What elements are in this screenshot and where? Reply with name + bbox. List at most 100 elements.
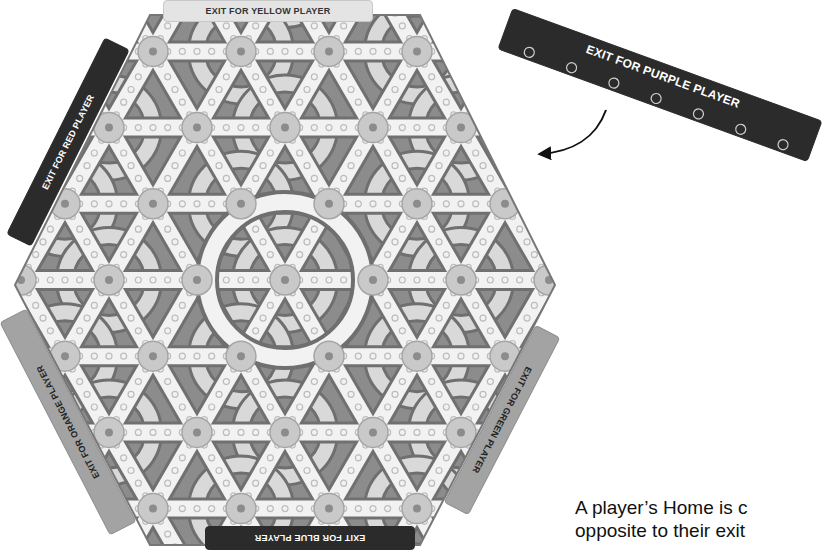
junction-disc — [138, 494, 168, 524]
track-space — [531, 302, 537, 308]
track-shadow — [549, 117, 637, 139]
junction-disc — [534, 265, 564, 295]
junction-disc — [358, 113, 388, 143]
track-shadow — [0, 128, 21, 204]
track-space — [546, 506, 552, 512]
track-space — [311, 429, 317, 435]
track-space — [135, 531, 141, 537]
track-space — [583, 188, 589, 194]
track-space — [715, 137, 721, 143]
track-space — [561, 277, 567, 283]
track-space — [663, 480, 669, 486]
track-space — [722, 48, 728, 54]
track-space — [568, 10, 574, 16]
track-shadow — [637, 128, 681, 204]
junction-disc — [226, 494, 256, 524]
track-space — [223, 429, 229, 435]
track-space — [3, 0, 9, 4]
track-space — [656, 315, 662, 321]
track-space — [385, 48, 391, 54]
track-space — [619, 277, 625, 283]
track-space — [385, 150, 391, 156]
track-space — [40, 544, 46, 550]
track-path — [681, 128, 725, 204]
track-space — [370, 201, 376, 207]
track-space — [641, 112, 647, 118]
track-space — [649, 277, 655, 283]
track-space — [619, 201, 625, 207]
track-space — [399, 74, 405, 80]
track-space — [165, 328, 171, 334]
track-space — [561, 302, 567, 308]
junction-dot — [457, 276, 465, 284]
track-space — [392, 86, 398, 92]
track-space — [656, 544, 662, 550]
track-space — [3, 48, 9, 54]
junction-disc — [578, 189, 608, 219]
junction-dot — [721, 276, 729, 284]
junction-disc — [314, 494, 344, 524]
track-shadow — [0, 40, 65, 62]
track-path — [21, 432, 65, 508]
track-space — [693, 277, 699, 283]
track-space — [693, 379, 699, 385]
track-space — [3, 455, 9, 461]
junction-disc — [622, 265, 652, 295]
junction-disc — [710, 417, 740, 447]
junction-disc — [358, 417, 388, 447]
track-arc-shadow — [65, 541, 153, 550]
track-space — [619, 252, 625, 258]
track-space — [128, 239, 134, 245]
track-space — [69, 36, 75, 42]
track-space — [297, 302, 303, 308]
track-space — [575, 201, 581, 207]
track-space — [744, 163, 750, 169]
track-shadow — [549, 421, 637, 443]
track-space — [568, 86, 574, 92]
track-space — [297, 48, 303, 54]
track-space — [91, 353, 97, 359]
exit-label: EXIT FOR PURPLE PLAYER — [584, 42, 742, 111]
track-space — [33, 48, 39, 54]
track-shadow — [0, 432, 21, 508]
track-space — [641, 137, 647, 143]
track-space — [135, 277, 141, 283]
track-space — [348, 468, 354, 474]
track-shadow — [725, 204, 769, 280]
track-path — [0, 424, 21, 440]
track-space — [297, 252, 303, 258]
track-space — [605, 328, 611, 334]
junction-disc — [50, 36, 80, 66]
junction-dot — [149, 47, 157, 55]
track-space — [429, 23, 435, 29]
track-space — [348, 86, 354, 92]
track-space — [25, 112, 31, 118]
track-space — [751, 48, 757, 54]
track-space — [311, 125, 317, 131]
track-space — [399, 480, 405, 486]
track-space — [612, 163, 618, 169]
track-path — [593, 356, 637, 432]
track-path — [593, 204, 637, 280]
track-space — [458, 201, 464, 207]
exit-label: EXIT FOR GREEN PLAYER — [470, 365, 533, 475]
junction-dot — [413, 505, 421, 513]
track-arc — [593, 0, 681, 19]
track-path — [549, 204, 593, 280]
track-path — [593, 196, 681, 212]
track-space — [355, 150, 361, 156]
track-space — [487, 328, 493, 334]
track-space — [47, 23, 53, 29]
track-space — [531, 150, 537, 156]
track-shadow — [593, 345, 681, 367]
track-space — [106, 353, 112, 359]
track-space — [443, 48, 449, 54]
track-space — [531, 0, 537, 4]
track-space — [311, 23, 317, 29]
junction-dot — [457, 428, 465, 436]
track-space — [216, 391, 222, 397]
track-space — [253, 175, 259, 181]
track-path — [461, 509, 505, 550]
track-space — [311, 328, 317, 334]
track-space — [11, 442, 17, 448]
